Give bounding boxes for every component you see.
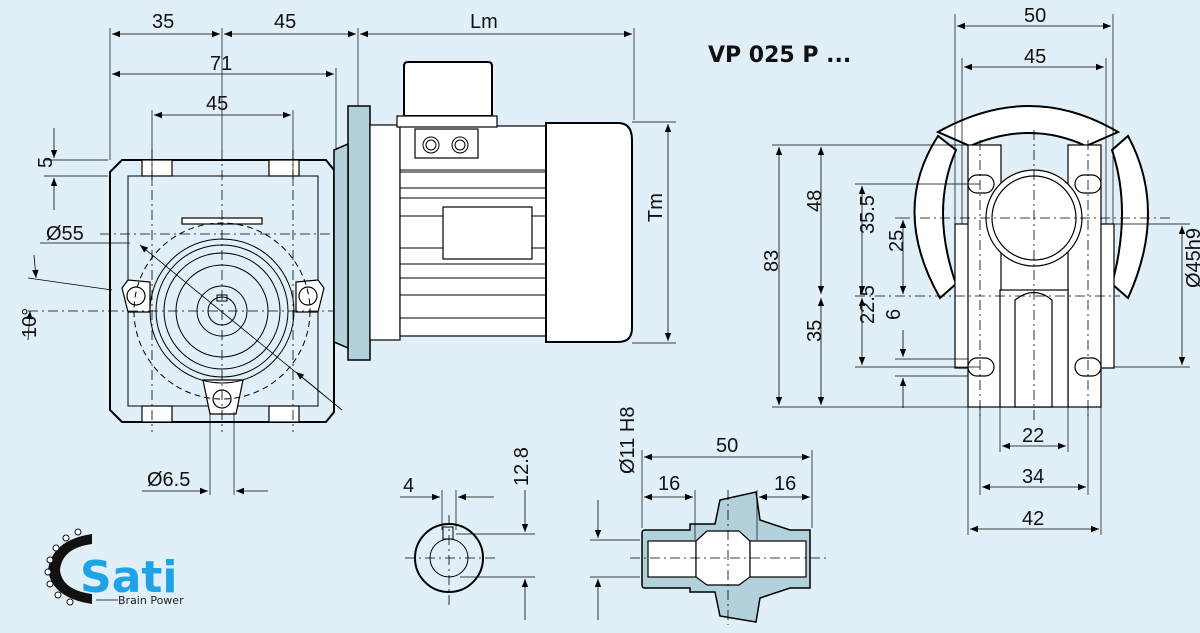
gearbox-side-view [26,105,371,432]
dim-35: 35 [152,11,174,33]
dim-shaft-length-50: 50 [716,435,738,457]
brand-name: Sati [80,552,178,603]
terminal-box [403,61,493,117]
dim-71: 71 [210,53,232,75]
model-title: VP 025 P ... [708,43,851,68]
gearbox-housing [109,159,335,423]
dim-5: 5 [35,157,57,168]
dim-base-42: 42 [1022,508,1044,530]
dim-height-35: 35 [804,320,826,342]
brand-tagline: Brain Power [118,594,184,607]
dim-flange-diameter: Ø45h9 [1183,228,1200,288]
hollow-shaft-section [590,450,830,625]
mount-hole-left [126,286,146,306]
dim-width-50: 50 [1024,5,1046,27]
dim-key-width: 4 [403,475,414,497]
dim-base-34: 34 [1022,466,1044,488]
dim-motor-length: Lm [470,11,498,33]
dim-shaft-left-16: 16 [658,473,680,495]
side-view-dimensions [44,28,359,495]
fan-cover [545,122,633,343]
sati-logo: Sati Brain Power [44,528,184,607]
dim-height-48: 48 [804,190,826,212]
dim-bore-diameter: Ø11 H8 [617,407,639,474]
dim-width-45: 45 [1024,46,1046,68]
dim-height-6: 6 [883,309,905,320]
dim-height-22-5: 22.5 [857,285,879,324]
mount-hole-right [298,286,318,306]
motor-view [360,28,676,344]
flange-plate [347,105,371,361]
dim-base-22: 22 [1022,425,1044,447]
dim-45-top: 45 [274,11,296,33]
nameplate [442,206,533,260]
dim-shaft-right-16: 16 [774,473,796,495]
dim-key-depth: 12.8 [511,447,533,486]
gear-icon [48,534,92,604]
dim-angle-10: 10° [19,308,41,338]
dim-height-25: 25 [886,230,908,252]
dim-motor-height: Tm [645,193,667,222]
dim-diameter-55: Ø55 [46,223,84,245]
dim-height-35-5: 35.5 [857,195,879,234]
dim-height-83: 83 [761,250,783,272]
gearbox-front-view [772,14,1190,535]
dim-45-holes: 45 [206,93,228,115]
shaft-keyway-section [400,490,535,620]
dim-hole-6-5: Ø6.5 [147,469,190,491]
